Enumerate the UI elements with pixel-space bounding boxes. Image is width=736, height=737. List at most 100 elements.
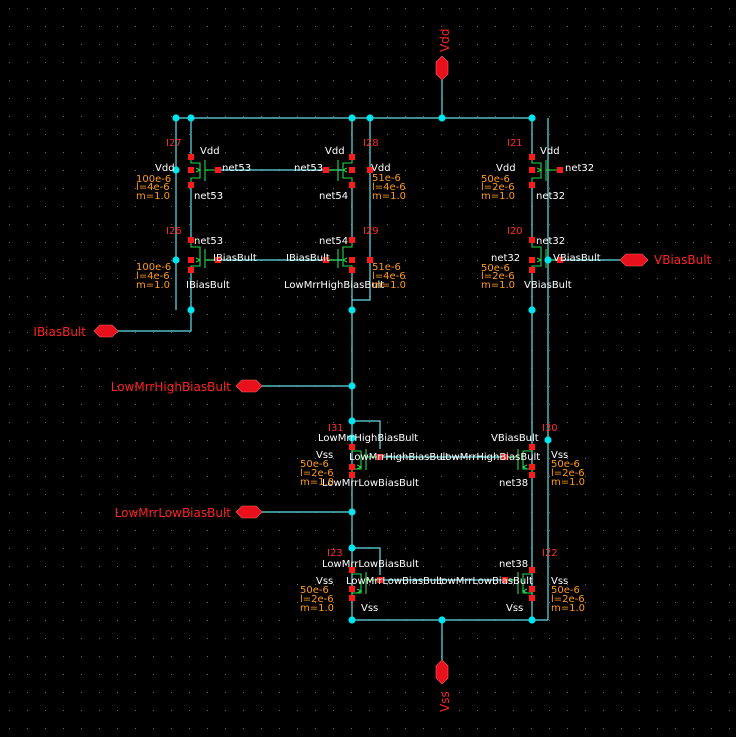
lowmrr-highbias-port[interactable]: LowMrrHighBiasBult: [111, 379, 263, 394]
pin-label: net38: [499, 559, 528, 570]
junction-dots: [172, 114, 552, 624]
param-label: m=1.0: [372, 191, 406, 202]
param-label: m=1.0: [551, 477, 585, 488]
ref-label: I29: [363, 226, 379, 237]
label-group-I26: I26 net53 IBiasBult IBiasBult 100e-6 l=4…: [136, 226, 257, 291]
param-label: 50e-6: [481, 263, 510, 274]
param-label: m=1.0: [136, 280, 170, 291]
ref-label: I31: [328, 423, 344, 434]
param-label: 50e-6: [300, 585, 329, 596]
ref-label: I22: [542, 548, 558, 559]
label-group-I21: I21 Vdd Vdd net32 net32 50e-6 l=2e-6 m=1…: [481, 138, 594, 202]
pin-label: LowMrrLowBiasBult: [436, 576, 533, 587]
pin-label: net38: [499, 478, 528, 489]
pin-label: net32: [491, 253, 520, 264]
param-label: l=4e-6: [372, 271, 406, 282]
pin-label: LowMrrHighBiasBult: [284, 280, 384, 291]
pin-label: Vss: [551, 450, 568, 461]
pin-label: LowMrrLowBiasBult: [322, 559, 419, 570]
param-label: m=1.0: [481, 191, 515, 202]
vss-port[interactable]: Vss: [435, 659, 452, 712]
vbias-port[interactable]: VBiasBult: [619, 253, 712, 267]
pin-label: LowMrrHighBiasBult: [440, 452, 540, 463]
wires: [118, 80, 620, 660]
pin-label: Vdd: [371, 163, 391, 174]
param-label: m=1.0: [300, 603, 334, 614]
pin-label: VBiasBult: [491, 433, 539, 444]
ref-label: I30: [542, 423, 558, 434]
param-label: l=2e-6: [551, 468, 585, 479]
param-label: l=2e-6: [551, 594, 585, 605]
ibias-port[interactable]: IBiasBult: [33, 324, 119, 339]
ref-label: I23: [327, 548, 343, 559]
pin-label: LowMrrLowBiasBult: [346, 576, 443, 587]
pin-label: Vdd: [155, 163, 175, 174]
label-group-I22: I22 net38 LowMrrLowBiasBult Vss Vss 50e-…: [436, 548, 585, 614]
pin-label: IBiasBult: [213, 253, 257, 264]
ref-label: I27: [166, 138, 182, 149]
param-label: l=4e-6: [136, 182, 170, 193]
pin-label: net54: [319, 236, 348, 247]
pin-label: LowMrrHighBiasBult: [318, 433, 418, 444]
pin-label: net53: [222, 163, 251, 174]
pin-label: net54: [319, 191, 348, 202]
lowmrr-lowbias-port[interactable]: LowMrrLowBiasBult: [115, 505, 263, 520]
ibias-port-label: IBiasBult: [33, 325, 86, 339]
param-label: 51e-6: [372, 173, 401, 184]
pin-label: VBiasBult: [524, 280, 572, 291]
param-label: 50e-6: [300, 459, 329, 470]
param-label: l=4e-6: [136, 271, 170, 282]
param-label: 50e-6: [481, 174, 510, 185]
pin-label: net53: [194, 236, 223, 247]
ref-label: I28: [363, 138, 379, 149]
pin-label: Vdd: [325, 146, 345, 157]
ref-label: I20: [507, 226, 523, 237]
label-group-I28: I28 Vdd net53 Vdd net54 51e-6 l=4e-6 m=1…: [294, 138, 406, 202]
pin-label: Vdd: [540, 146, 560, 157]
label-group-I20: I20 net32 net32 VBiasBult VBiasBult 50e-…: [481, 226, 601, 291]
param-label: l=4e-6: [372, 182, 406, 193]
param-label: l=2e-6: [481, 271, 515, 282]
vdd-port[interactable]: Vdd: [435, 29, 452, 81]
lowmrr-highbias-port-label: LowMrrHighBiasBult: [111, 380, 232, 394]
pin-label: Vss: [316, 450, 333, 461]
pin-label: Vdd: [496, 163, 516, 174]
pin-label: IBiasBult: [186, 280, 230, 291]
lowmrr-lowbias-port-label: LowMrrLowBiasBult: [115, 506, 232, 520]
param-label: m=1.0: [300, 477, 334, 488]
pin-label: Vdd: [200, 146, 220, 157]
pin-label: LowMrrHighBiasBult: [349, 452, 449, 463]
transistor-I27[interactable]: [190, 157, 218, 185]
param-label: 100e-6: [136, 262, 171, 273]
pin-label: net53: [294, 163, 323, 174]
pin-markers: [188, 154, 563, 601]
pin-label: LowMrrLowBiasBult: [322, 478, 419, 489]
transistor-I28[interactable]: [326, 157, 353, 185]
param-label: m=1.0: [372, 280, 406, 291]
pin-label: net32: [565, 163, 594, 174]
param-label: m=1.0: [551, 603, 585, 614]
label-group-I23: I23 LowMrrLowBiasBult Vss LowMrrLowBiasB…: [300, 548, 443, 614]
pin-label: Vss: [551, 576, 568, 587]
param-label: l=2e-6: [300, 594, 334, 605]
pin-label: IBiasBult: [286, 253, 330, 264]
param-label: l=2e-6: [481, 182, 515, 193]
transistor-I26[interactable]: [190, 240, 218, 270]
pin-label: Vss: [361, 603, 378, 614]
param-label: 100e-6: [136, 174, 171, 185]
param-label: l=2e-6: [300, 468, 334, 479]
label-group-I29: I29 net54 IBiasBult LowMrrHighBiasBult 5…: [284, 226, 406, 291]
pin-label: VBiasBult: [553, 253, 601, 264]
pin-label: Vss: [506, 603, 523, 614]
param-label: 51e-6: [372, 262, 401, 273]
param-label: m=1.0: [136, 191, 170, 202]
pin-label: Vss: [316, 576, 333, 587]
vdd-port-label: Vdd: [438, 29, 452, 52]
pin-label: net53: [194, 191, 223, 202]
param-label: m=1.0: [481, 280, 515, 291]
vbias-port-label: VBiasBult: [654, 253, 712, 267]
pin-label: net32: [536, 236, 565, 247]
pin-label: net32: [536, 191, 565, 202]
param-label: 50e-6: [551, 585, 580, 596]
